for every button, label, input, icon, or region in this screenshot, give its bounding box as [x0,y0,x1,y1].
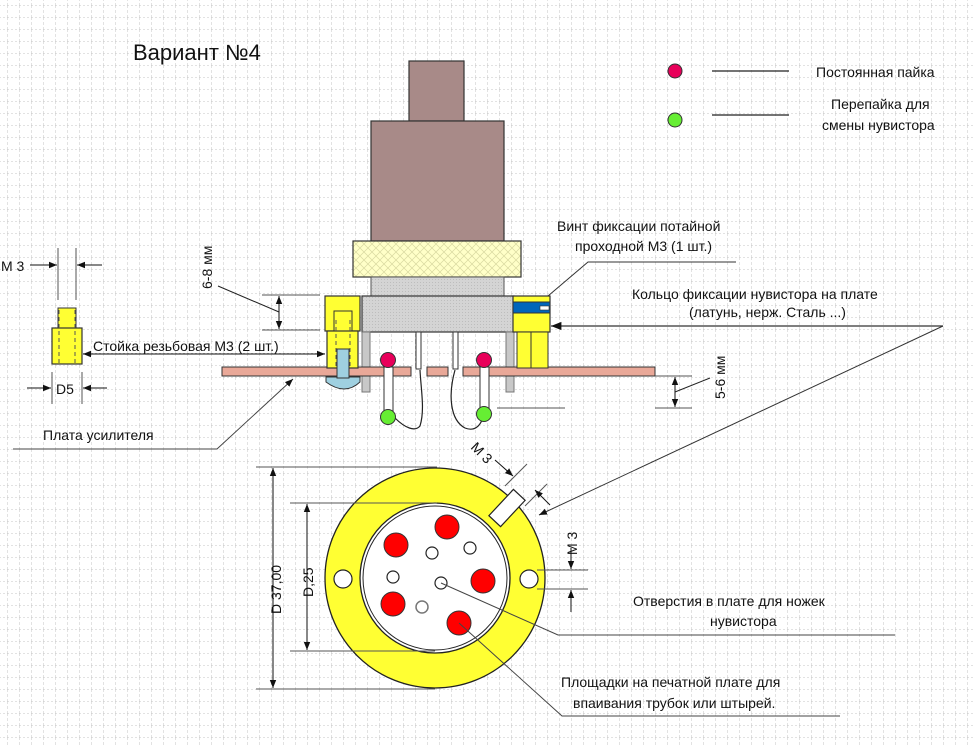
pcb-segment [462,366,656,377]
standoff-detail-head [57,307,77,329]
pcb-segment [426,366,449,377]
pads-callout-line [458,622,840,717]
legend-red-dot-icon [667,63,683,79]
ring-callout-line-2 [538,325,944,516]
wire [450,369,483,430]
ring-right-top [512,295,551,333]
tube-pin [383,366,394,417]
holes-label-1: Отверстия в плате для ножек [633,593,826,609]
screw-callout-line [547,261,736,297]
permanent-solder-dot-icon [380,352,396,368]
pin [452,331,459,370]
mount-hole [519,569,539,589]
standoff-detail-body [51,327,83,365]
ring-right-leg [516,331,532,369]
nuvistor-cap [408,60,465,122]
pin-hole-faint [415,600,429,614]
standoff-detail: M 3 D5 [1,248,107,404]
wire [394,369,424,430]
solder-pad-icon [380,591,406,617]
legend-label-resolder-2: смены нувистора [822,117,935,133]
m3-left-label: M 3 [1,258,25,274]
nuvistor-side-view [352,60,522,393]
socket-leg [505,331,515,393]
solder-pad-icon [470,568,496,594]
screw-label-2: проходной М3 (1 шт.) [575,238,712,254]
d5-label: D5 [56,381,74,397]
holes-callout-line [440,582,895,636]
d25-label: D,25 [300,567,316,597]
socket-top [370,276,505,297]
pads-label-1: Площадки на печатной плате для [561,674,780,690]
resolder-dot-icon [476,406,492,422]
screw-slot-top-view [488,488,526,528]
pin-hole [425,546,439,560]
legend: Постоянная пайка Перепайка для смены нув… [667,63,935,133]
retaining-ring-right [512,295,551,369]
pads-label-2: впаивания трубок или штырей. [573,695,775,711]
ring-label-2: (латунь, нерж. Сталь ...) [689,304,846,320]
countersunk-screw [512,301,551,314]
m3-right-label: M 3 [564,531,580,555]
diagram-title: Вариант №4 [133,40,261,65]
ring-top-view [324,467,546,689]
pin-hole [386,570,400,584]
screw-shaft [336,348,350,379]
amplifier-board [221,366,656,377]
ring-label-1: Кольцо фиксации нувистора на плате [632,286,878,302]
legend-green-dot-icon [667,112,683,128]
socket-base [361,295,515,333]
legend-label-resolder-1: Перепайка для [831,96,930,112]
socket-leg [361,331,371,393]
pin [415,331,422,370]
solder-pad-icon [434,514,460,540]
nuvistor-flange [352,240,522,278]
screw-head [325,376,361,390]
standoff-head [333,310,353,332]
standoff-mounted [324,295,361,390]
holes-label-2: нувистора [710,613,777,629]
permanent-solder-dot-icon [476,352,492,368]
dim-5-6-label: 5-6 мм [712,356,728,399]
legend-label-permanent: Постоянная пайка [816,64,935,80]
ring-right-leg [530,331,549,369]
resolder-dot-icon [380,409,396,425]
pin-hole [463,541,477,555]
solder-pad-icon [383,532,409,558]
nuvistor-body [370,120,505,242]
d37-label: D 37,00 [268,565,284,614]
mount-hole [333,569,353,589]
standoff-label: Стойка резьбовая М3 (2 шт.) [93,338,279,354]
board-label: Плата усилителя [43,427,154,443]
pcb-segment [221,366,412,377]
screw-label-1: Винт фиксации потайной [557,218,720,234]
board-callout-line [13,378,294,450]
dim-6-8-label: 6-8 мм [199,246,215,289]
solder-tubes [380,352,492,430]
screw-slot [539,305,550,311]
